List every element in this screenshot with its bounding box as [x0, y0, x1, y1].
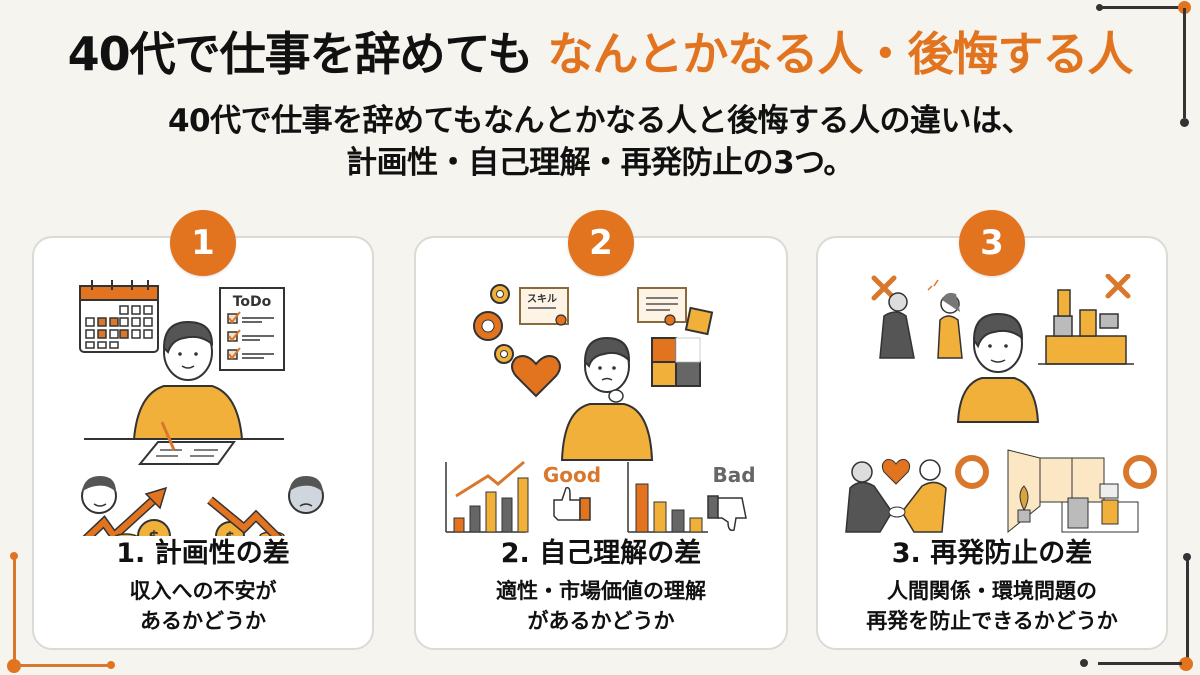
- card-illustration: ToDo: [34, 274, 372, 536]
- card-self-understanding: 2 スキル: [414, 210, 788, 650]
- bad-bar-chart-icon: [627, 462, 708, 533]
- man-icon: [956, 312, 1040, 423]
- gear-icon: [473, 284, 514, 364]
- card-recurrence-prevention: 3: [816, 210, 1168, 650]
- card-heading: 2. 自己理解の差: [500, 538, 702, 569]
- broken-office-icon: [1038, 289, 1134, 365]
- handshake-icon: [845, 459, 947, 533]
- description-line-2: 再発を防止できるかどうか: [866, 609, 1118, 633]
- certificate-icon: [637, 287, 687, 326]
- circle-mark-icon: [955, 455, 989, 489]
- description-line-1: 収入への不安が: [129, 579, 277, 603]
- description-line-1: 人間関係・環境問題の: [887, 579, 1097, 603]
- heart-icon: [881, 459, 911, 485]
- svg-text:$: $: [225, 530, 235, 536]
- puzzle-icon: [651, 306, 714, 387]
- bad-label: Bad: [712, 463, 755, 487]
- title-accent: なんとかなる人・後悔する人: [547, 27, 1133, 81]
- card-description: 人間関係・環境問題の 再発を防止できるかどうか: [818, 576, 1166, 636]
- good-label: Good: [543, 463, 601, 487]
- card-heading: 1. 計画性の差: [116, 538, 290, 569]
- worried-man-icon: [288, 476, 324, 514]
- cross-mark-icon: [1105, 274, 1131, 299]
- skill-label: スキル: [527, 293, 557, 305]
- number-badge: 3: [959, 210, 1025, 276]
- number-badge: 2: [568, 210, 634, 276]
- todo-list-icon: ToDo: [219, 287, 285, 371]
- thumbs-up-icon: [553, 486, 591, 521]
- content-man-icon: [81, 476, 117, 514]
- description-line-1: 適性・市場価値の理解: [496, 579, 706, 603]
- cross-mark-icon: [871, 275, 897, 301]
- subtitle-line-1: 40代で仕事を辞めてもなんとかなる人と後悔する人の違いは、: [167, 103, 1033, 139]
- description-line-2: があるかどうか: [527, 609, 675, 633]
- subtitle-line-2: 計画性・自己理解・再発防止の3つ。: [346, 145, 854, 181]
- thinking-man-icon: [560, 336, 654, 461]
- card-description: 適性・市場価値の理解 があるかどうか: [416, 576, 786, 636]
- card-heading: 3. 再発防止の差: [891, 538, 1093, 569]
- falling-arrow-icon: [207, 496, 283, 536]
- number-badge: 1: [170, 210, 236, 276]
- money-bag-icon: $: [114, 519, 171, 536]
- svg-text:$: $: [148, 527, 159, 536]
- card-illustration: [818, 274, 1166, 536]
- conflict-icon: [879, 279, 963, 359]
- todo-label: ToDo: [233, 294, 272, 310]
- title-main: 40代で仕事を辞めても: [67, 27, 534, 81]
- certificate-icon: スキル: [519, 287, 569, 326]
- clean-office-icon: [1007, 449, 1139, 534]
- page-subtitle: 40代で仕事を辞めてもなんとかなる人と後悔する人の違いは、 計画性・自己理解・再…: [0, 100, 1200, 184]
- calendar-icon: [79, 280, 159, 353]
- planning-man-icon: [84, 320, 284, 465]
- heart-icon: [511, 355, 561, 398]
- card-description: 収入への不安が あるかどうか: [34, 576, 372, 636]
- good-bar-chart-icon: [445, 460, 529, 533]
- rising-arrow-icon: [82, 486, 168, 536]
- description-line-2: あるかどうか: [140, 609, 266, 633]
- circle-mark-icon: [1123, 455, 1157, 489]
- card-illustration: スキル: [416, 274, 786, 536]
- card-planning: 1 ToDo: [32, 210, 374, 650]
- thumbs-down-icon: [707, 495, 747, 532]
- page-title: 40代で仕事を辞めても なんとかなる人・後悔する人: [0, 24, 1200, 84]
